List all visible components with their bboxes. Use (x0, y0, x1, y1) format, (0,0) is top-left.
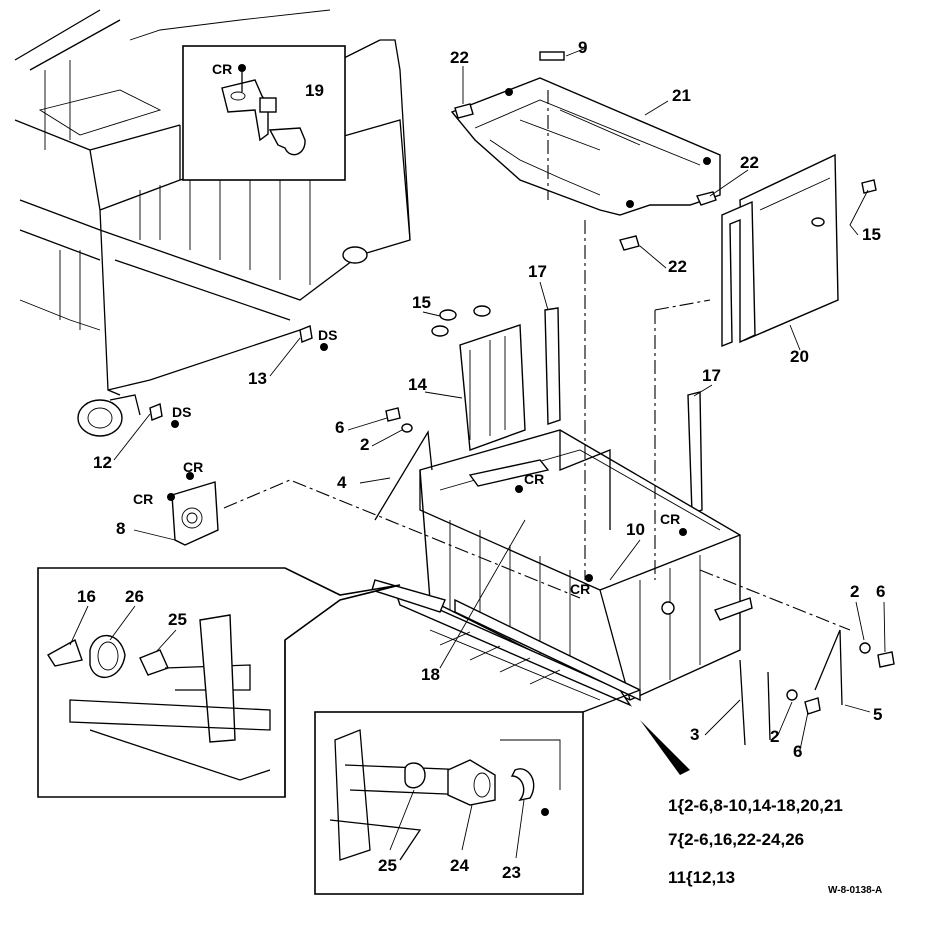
part-21-plate (450, 51, 721, 251)
callout-10: 10 (626, 520, 645, 539)
inset-left (37, 567, 401, 798)
cables (374, 430, 895, 746)
callout-8: 8 (116, 519, 125, 538)
cr-marker-tray-b: CR (660, 511, 680, 527)
callout-19: 19 (305, 81, 324, 100)
callout-16: 16 (77, 587, 96, 606)
callout-3: 3 (690, 725, 699, 744)
callout-22b: 22 (740, 153, 759, 172)
callout-4: 4 (337, 473, 347, 492)
inset-19 (182, 45, 346, 181)
cr-marker-19: CR (212, 61, 232, 77)
callout-5: 5 (873, 705, 882, 724)
view-arrow (640, 720, 690, 775)
callout-21: 21 (672, 86, 691, 105)
callout-6b: 6 (876, 582, 885, 601)
callout-22a: 22 (450, 48, 469, 67)
callout-20: 20 (790, 347, 809, 366)
cr-marker-tray-a: CR (524, 471, 544, 487)
cr-marker-tray-c: CR (570, 581, 590, 597)
assembly-lines (223, 90, 851, 631)
callout-26: 26 (125, 587, 144, 606)
ds-marker-12: DS (172, 404, 191, 420)
callout-23: 23 (502, 863, 521, 882)
kit-7: 7{2-6,16,22-24,26 (668, 830, 804, 849)
callout-17a: 17 (528, 262, 547, 281)
callout-2a: 2 (360, 435, 369, 454)
callout-15a: 15 (412, 293, 431, 312)
part-20-panel (721, 153, 877, 348)
callout-24: 24 (450, 856, 469, 875)
callout-2b: 2 (850, 582, 859, 601)
callout-6c: 6 (793, 742, 802, 761)
callout-2c: 2 (770, 727, 779, 746)
callout-14: 14 (408, 375, 427, 394)
callout-labels: 22 9 21 22 22 15 20 19 15 17 17 14 13 12… (69, 38, 885, 882)
callout-9: 9 (578, 38, 587, 57)
part-8-bracket (167, 472, 219, 546)
cr-marker-8a: CR (183, 459, 203, 475)
kit-list: 1{2-6,8-10,14-18,20,21 7{2-6,16,22-24,26… (668, 796, 843, 887)
callout-25a: 25 (168, 610, 187, 629)
callout-17b: 17 (702, 366, 721, 385)
callout-15b: 15 (862, 225, 881, 244)
callout-6a: 6 (335, 418, 344, 437)
callout-12: 12 (93, 453, 112, 472)
document-id: W-8-0138-A (828, 885, 882, 896)
kit-1: 1{2-6,8-10,14-18,20,21 (668, 796, 843, 815)
ds-clips (149, 325, 328, 428)
callout-18: 18 (421, 665, 440, 684)
callout-13: 13 (248, 369, 267, 388)
parts-14-15-17 (385, 305, 703, 514)
callout-25b: 25 (378, 856, 397, 875)
cr-marker-8b: CR (133, 491, 153, 507)
feeder-frame (14, 9, 411, 437)
ds-marker-13: DS (318, 327, 337, 343)
inset-middle (314, 689, 641, 895)
kit-11: 11{12,13 (668, 868, 735, 887)
callout-22c: 22 (668, 257, 687, 276)
